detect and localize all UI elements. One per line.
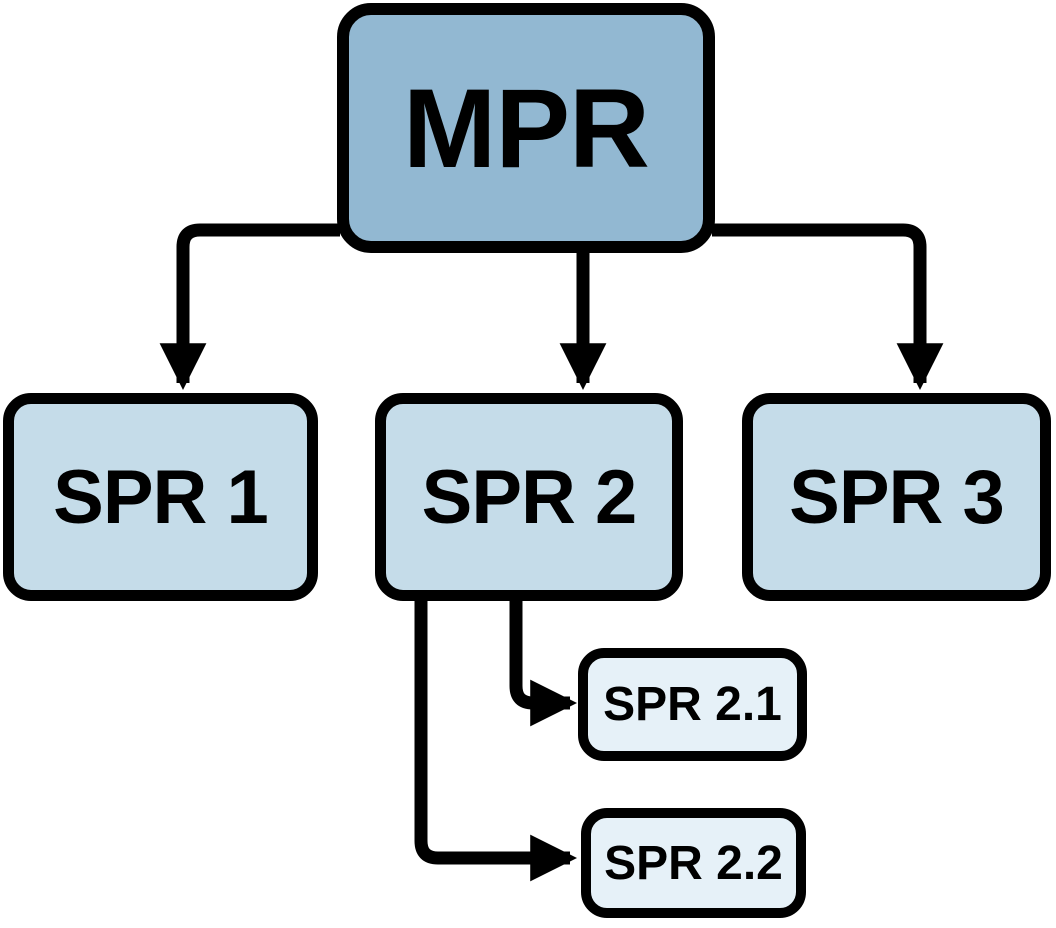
node-spr-2-1: SPR 2.1 bbox=[578, 648, 807, 761]
node-spr-2: SPR 2 bbox=[375, 393, 683, 601]
node-label: SPR 2.1 bbox=[603, 678, 782, 731]
edge-mpr-to-spr1 bbox=[159, 223, 340, 391]
node-spr-3: SPR 3 bbox=[742, 393, 1051, 601]
edge-spr2-to-spr21 bbox=[509, 594, 578, 727]
node-label: SPR 2.2 bbox=[604, 836, 783, 890]
node-label: MPR bbox=[403, 65, 650, 191]
edge-spr2-to-spr22 bbox=[414, 594, 578, 882]
node-label: SPR 1 bbox=[53, 454, 269, 540]
edge-mpr-to-spr3 bbox=[712, 223, 944, 391]
node-spr-1: SPR 1 bbox=[3, 393, 318, 601]
node-spr-2-2: SPR 2.2 bbox=[581, 808, 806, 918]
node-label: SPR 3 bbox=[789, 454, 1005, 540]
node-label: SPR 2 bbox=[421, 454, 638, 540]
node-mpr: MPR bbox=[337, 3, 715, 253]
